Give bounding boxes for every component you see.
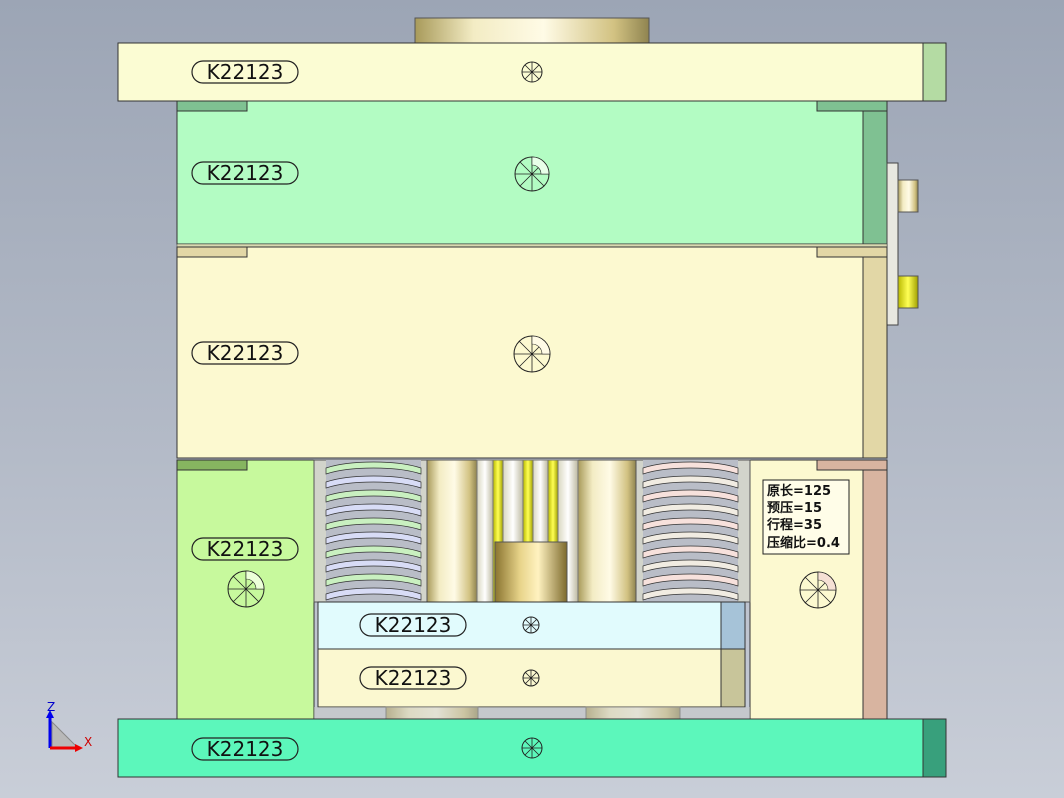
bottom-clamp-plate: K22123 bbox=[117, 718, 947, 778]
axis-triad: Z X bbox=[46, 700, 92, 752]
right-spring bbox=[642, 460, 739, 602]
plate-label-5: K22123 bbox=[375, 613, 452, 637]
spring-coil bbox=[325, 461, 422, 475]
spring-coil bbox=[642, 461, 739, 475]
bottom-clamp-plate-side bbox=[922, 718, 947, 778]
plate-label-6: K22123 bbox=[375, 666, 452, 690]
screw-icon bbox=[522, 616, 540, 634]
guide-pillar bbox=[577, 459, 637, 603]
spring-coil bbox=[642, 587, 739, 601]
stripper-plate-side bbox=[862, 110, 888, 245]
plate-label-4: K22123 bbox=[207, 537, 284, 561]
spring-coil bbox=[642, 475, 739, 489]
spring-coil bbox=[325, 587, 422, 601]
ejector-retainer-plate: K22123 bbox=[317, 601, 746, 650]
axis-triad-plane bbox=[51, 720, 80, 749]
x-axis-arrow-icon bbox=[75, 744, 83, 752]
screw-icon bbox=[522, 669, 540, 687]
spring-coil bbox=[325, 503, 422, 517]
sprue-bush bbox=[414, 17, 650, 44]
spring-coil bbox=[642, 531, 739, 545]
spring-coil bbox=[325, 531, 422, 545]
cavity-plate-side bbox=[862, 256, 888, 459]
screw-icon bbox=[799, 571, 837, 609]
label-frame bbox=[191, 537, 299, 561]
note-ratio: 压缩比=0.4 bbox=[767, 535, 840, 551]
spring-coil bbox=[325, 545, 422, 559]
plate-label-1: K22123 bbox=[207, 60, 284, 84]
note-preload: 预压=15 bbox=[767, 501, 822, 516]
spring-coil bbox=[642, 573, 739, 587]
spring-coil bbox=[642, 503, 739, 517]
spring-coil bbox=[642, 545, 739, 559]
plate-label-3: K22123 bbox=[207, 341, 284, 365]
ejector-pin bbox=[476, 459, 494, 603]
side-pin bbox=[897, 179, 919, 213]
spring-coil bbox=[325, 559, 422, 573]
ejector-gap bbox=[314, 707, 750, 720]
x-axis-label: X bbox=[84, 735, 92, 749]
spring-coil bbox=[642, 489, 739, 503]
label-frame bbox=[359, 666, 467, 690]
ejector-plate: K22123 bbox=[317, 648, 746, 708]
top-clamp-plate-side bbox=[922, 42, 947, 102]
left-support-block: K22123 bbox=[176, 459, 315, 721]
note-length: 原长=125 bbox=[767, 483, 831, 499]
spring-coil bbox=[325, 573, 422, 587]
spring-coil bbox=[325, 517, 422, 531]
spring-spec-note: 原长=125 预压=15 行程=35 压缩比=0.4 bbox=[762, 479, 850, 555]
side-bracket bbox=[886, 162, 899, 326]
screw-icon bbox=[514, 156, 550, 192]
screw-icon bbox=[521, 61, 543, 83]
screw-icon bbox=[227, 570, 265, 608]
label-frame bbox=[191, 341, 299, 365]
left-spring bbox=[325, 460, 422, 602]
note-stroke: 行程=35 bbox=[766, 517, 822, 533]
label-frame bbox=[191, 161, 299, 185]
guide-pillar bbox=[426, 459, 478, 603]
spring-coil bbox=[325, 489, 422, 503]
screw-icon bbox=[513, 335, 551, 373]
spring-coil bbox=[642, 517, 739, 531]
z-axis-label: Z bbox=[47, 700, 55, 714]
label-frame bbox=[359, 613, 467, 637]
top-clamp-plate: K22123 bbox=[117, 42, 947, 102]
z-axis-arrow-icon bbox=[46, 710, 54, 718]
label-frame bbox=[191, 737, 299, 761]
cavity-plate: K22123 bbox=[176, 246, 888, 459]
screw-icon bbox=[521, 737, 543, 759]
stripper-plate: K22123 bbox=[176, 100, 888, 245]
spring-coil bbox=[642, 559, 739, 573]
return-bush bbox=[494, 541, 568, 603]
right-support-block: 原长=125 预压=15 行程=35 压缩比=0.4 bbox=[749, 459, 888, 721]
side-pin-yellow bbox=[897, 275, 919, 309]
label-frame bbox=[191, 60, 299, 84]
plate-label-7: K22123 bbox=[207, 737, 284, 761]
spring-coil bbox=[325, 475, 422, 489]
plate-label-2: K22123 bbox=[207, 161, 284, 185]
